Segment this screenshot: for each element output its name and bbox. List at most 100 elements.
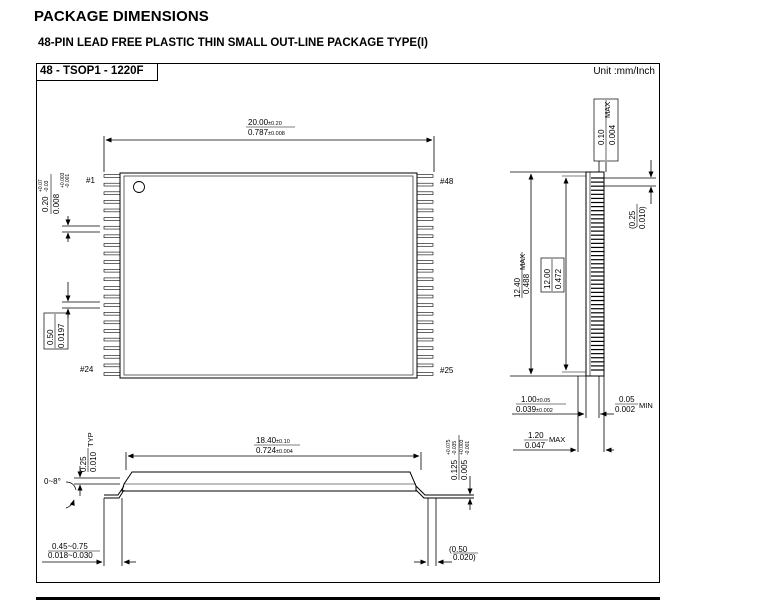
pitch-mm: 0.50 bbox=[46, 329, 55, 345]
body-width-in: 0.472 bbox=[554, 268, 563, 289]
left-lead bbox=[103, 346, 121, 350]
right-lead bbox=[416, 260, 434, 264]
lead-pitch-mm: (0.50 bbox=[449, 545, 468, 554]
side-lead-row bbox=[591, 177, 604, 371]
max-height-mm: 0.10 bbox=[597, 129, 606, 145]
pin-24-label: #24 bbox=[80, 365, 94, 374]
right-lead bbox=[416, 337, 434, 342]
package-name-label: 48 - TSOP1 - 1220F bbox=[36, 63, 158, 81]
left-lead bbox=[103, 303, 121, 307]
lead-pitch-in: 0.020) bbox=[453, 553, 476, 562]
right-lead bbox=[416, 320, 434, 325]
lead-width-in-tol-top: +0.003 bbox=[60, 172, 66, 188]
left-lead bbox=[103, 208, 121, 213]
pitch-in: 0.0197 bbox=[57, 323, 66, 348]
package-body-outline bbox=[119, 172, 418, 379]
lead-thickness-in: 0.005 bbox=[460, 459, 469, 480]
left-lead bbox=[103, 243, 121, 247]
right-lead bbox=[416, 277, 434, 282]
lead-thickness-mm-tol-top: +0.075 bbox=[446, 439, 452, 455]
left-lead bbox=[103, 260, 121, 264]
left-lead bbox=[103, 329, 121, 333]
lead-thickness-mm-tol-bottom: -0.035 bbox=[452, 441, 458, 455]
bottom-rule bbox=[36, 597, 660, 600]
side-offset-in: 0.010) bbox=[638, 206, 647, 229]
left-lead bbox=[103, 251, 121, 256]
max-height-label: MAX bbox=[603, 102, 612, 118]
right-lead bbox=[416, 268, 434, 273]
drawing-frame bbox=[36, 63, 660, 583]
right-gull-wing-lead bbox=[415, 485, 474, 496]
front-view: 18.40±0.10 0.724±0.004 0.25 0.010 TYP 0~… bbox=[42, 432, 478, 566]
lead-width-in-tol-bottom: -0.001 bbox=[65, 174, 71, 188]
right-lead bbox=[416, 355, 434, 359]
lead-width-mm-tol-top: +0.07 bbox=[38, 179, 44, 192]
left-lead bbox=[103, 372, 121, 376]
body-length-mm: 20.00±0.20 bbox=[248, 118, 282, 127]
side-offset-mm: (0.25 bbox=[628, 210, 637, 229]
left-lead bbox=[103, 337, 121, 342]
left-lead bbox=[103, 320, 121, 325]
right-lead bbox=[416, 312, 434, 316]
lead-thickness-mm: 0.125 bbox=[450, 459, 459, 480]
lead-width-mm: 0.20 bbox=[41, 196, 50, 212]
right-lead bbox=[416, 234, 434, 238]
right-lead bbox=[416, 225, 434, 230]
standoff-in: 0.002 bbox=[615, 405, 636, 414]
gauge-in: 0.010 bbox=[89, 451, 98, 472]
pin-48-label: #48 bbox=[440, 177, 454, 186]
thickness-mm: 1.00±0.05 bbox=[521, 395, 550, 404]
front-body-outline bbox=[121, 471, 417, 492]
pin-1-label: #1 bbox=[86, 176, 95, 185]
left-lead bbox=[103, 363, 121, 368]
right-lead bbox=[416, 329, 434, 333]
inner-length-in: 0.724±0.004 bbox=[256, 446, 293, 455]
right-lead-row bbox=[416, 174, 434, 376]
left-lead bbox=[103, 277, 121, 282]
left-lead bbox=[103, 355, 121, 359]
body-length-in: 0.787±0.008 bbox=[248, 128, 285, 137]
left-lead-row bbox=[103, 174, 121, 376]
lead-thickness-in-tol-top: +0.003 bbox=[459, 439, 465, 455]
left-lead bbox=[103, 182, 121, 187]
lead-angle-label: 0~8° bbox=[44, 477, 61, 486]
right-lead bbox=[416, 200, 434, 204]
overall-width-mm: 12.40 bbox=[513, 277, 522, 298]
page-title: PACKAGE DIMENSIONS bbox=[34, 8, 209, 25]
right-lead bbox=[416, 286, 434, 290]
left-lead bbox=[103, 234, 121, 238]
side-body-outline bbox=[585, 171, 605, 377]
total-height-in: 0.047 bbox=[525, 441, 546, 450]
lead-width-mm-tol-bottom: -0.03 bbox=[44, 180, 50, 192]
lead-thickness-in-tol-bottom: -0.001 bbox=[465, 441, 471, 455]
right-lead bbox=[416, 303, 434, 307]
left-lead bbox=[103, 174, 121, 178]
total-height-max-label: MAX bbox=[549, 435, 565, 444]
left-lead bbox=[103, 225, 121, 230]
top-view: #1 #24 #48 #25 20.00±0.20 0.787±0.008 0.… bbox=[38, 118, 454, 379]
right-lead bbox=[416, 372, 434, 376]
pin-25-label: #25 bbox=[440, 366, 454, 375]
overall-width-in: 0.488 bbox=[522, 273, 531, 294]
left-lead bbox=[103, 286, 121, 290]
left-gull-wing-lead bbox=[104, 485, 125, 496]
left-lead bbox=[103, 200, 121, 204]
lead-width-in: 0.008 bbox=[52, 193, 61, 214]
pin1-marker-icon bbox=[133, 181, 145, 193]
right-lead bbox=[416, 191, 434, 195]
foot-length-mm: 0.45~0.75 bbox=[52, 542, 88, 551]
standoff-min-label: MIN bbox=[639, 401, 653, 410]
package-subtitle: 48-PIN LEAD FREE PLASTIC THIN SMALL OUT-… bbox=[38, 37, 428, 49]
foot-length-in: 0.018~0.030 bbox=[48, 551, 93, 560]
right-lead bbox=[416, 174, 434, 178]
right-lead bbox=[416, 182, 434, 187]
right-lead bbox=[416, 294, 434, 299]
right-lead bbox=[416, 243, 434, 247]
left-lead bbox=[103, 312, 121, 316]
inner-length-mm: 18.40±0.10 bbox=[256, 436, 290, 445]
package-body-inner-outline bbox=[123, 175, 414, 376]
right-lead bbox=[416, 251, 434, 256]
unit-label: Unit :mm/Inch bbox=[593, 66, 655, 77]
standoff-mm: 0.05 bbox=[619, 395, 635, 404]
